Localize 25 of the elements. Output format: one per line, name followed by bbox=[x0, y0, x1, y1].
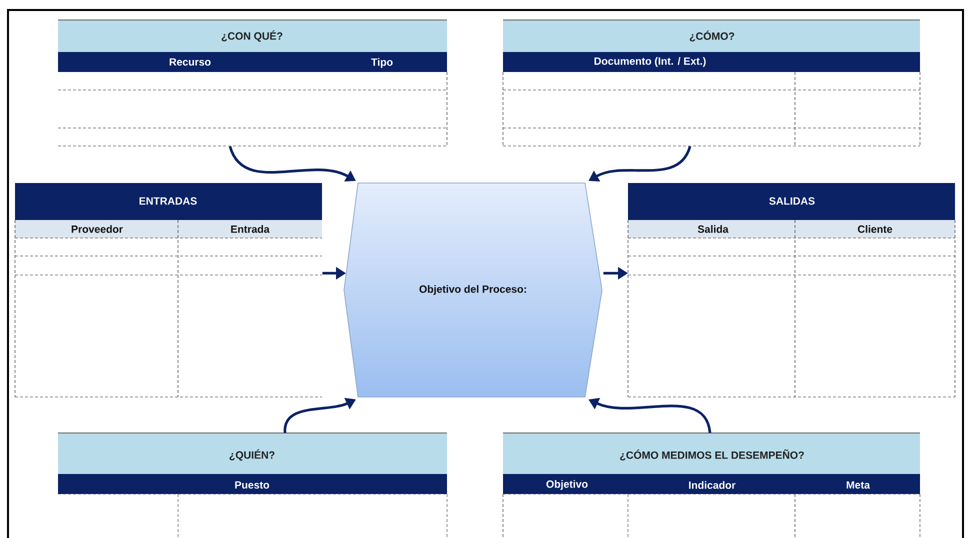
column-header: Cliente bbox=[858, 225, 892, 233]
table bbox=[58, 19, 448, 146]
table bbox=[502, 19, 920, 146]
column-header: Entrada bbox=[231, 225, 270, 233]
table-heading: ENTRADAS bbox=[140, 197, 197, 205]
column-header: Objetivo bbox=[546, 480, 588, 490]
column-header: Recurso bbox=[170, 58, 211, 66]
table-heading: ¿QUIÉN? bbox=[230, 449, 274, 461]
table bbox=[628, 183, 956, 398]
column-header: Proveedor bbox=[72, 225, 123, 233]
table-heading: ¿CÓMO? bbox=[690, 30, 734, 42]
column-header: Tipo bbox=[371, 58, 393, 68]
process-shape bbox=[344, 182, 602, 398]
table-heading: ¿CON QUÉ? bbox=[222, 30, 282, 42]
table-heading: SALIDAS bbox=[769, 197, 815, 205]
table bbox=[14, 183, 322, 398]
table-heading: ¿CÓMO MEDIMOS EL DESEMPEÑO? bbox=[620, 449, 804, 461]
table bbox=[502, 432, 920, 538]
column-header: Documento (Int. / Ext.) bbox=[594, 57, 706, 67]
column-header: Indicador bbox=[689, 481, 736, 489]
column-header: Meta bbox=[846, 481, 870, 489]
column-header: Salida bbox=[698, 225, 729, 233]
table bbox=[58, 432, 448, 538]
column-header: Puesto bbox=[235, 481, 270, 489]
process-label: Objetivo del Proceso: bbox=[419, 285, 526, 295]
